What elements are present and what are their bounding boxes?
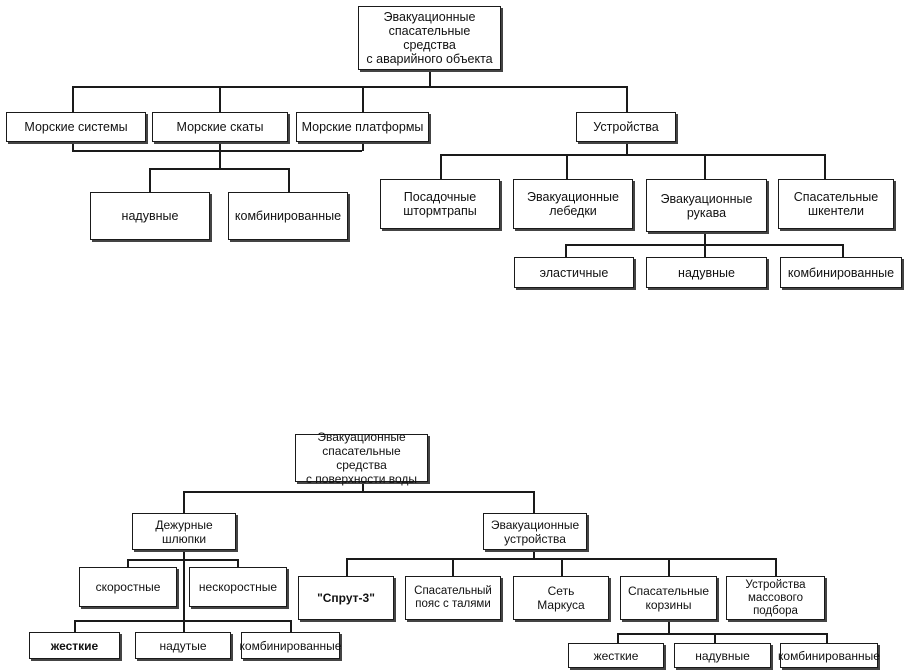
connector [668, 558, 670, 576]
connector [826, 633, 828, 643]
node-evac-sleeves: Эвакуационные рукава [646, 179, 767, 232]
connector [617, 633, 619, 643]
node-boats-slow: нескоростные [189, 567, 287, 607]
connector [668, 620, 670, 634]
node-sleeves-inflatable: надувные [646, 257, 767, 288]
connector [704, 232, 706, 245]
connector [346, 558, 348, 576]
connector [288, 168, 290, 192]
node-rescue-slings: Спасательные шкентели [778, 179, 894, 229]
connector [452, 558, 454, 576]
connector [440, 154, 825, 156]
connector [149, 168, 151, 192]
connector [704, 154, 706, 179]
connector [72, 86, 627, 88]
node-sleeves-elastic: эластичные [514, 257, 634, 288]
node-mass-pickup: Устройства массового подбора [726, 576, 825, 620]
connector [72, 86, 74, 112]
node-rescue-baskets: Спасательные корзины [620, 576, 717, 620]
connector [440, 154, 442, 179]
connector [149, 168, 289, 170]
connector [565, 244, 567, 257]
node-devices: Устройства [576, 112, 676, 142]
connector [842, 244, 844, 257]
node-duty-boats: Дежурные шлюпки [132, 513, 236, 550]
connector [714, 633, 716, 643]
connector [362, 86, 364, 112]
node-marine-platforms: Морские платформы [296, 112, 429, 142]
connector [127, 559, 238, 561]
node-evac-winches: Эвакуационные лебедки [513, 179, 633, 229]
node-sprut: "Спрут-3" [298, 576, 394, 620]
connector [72, 150, 362, 152]
top-root-node: Эвакуационные спасательные средства с ав… [358, 6, 501, 70]
node-boats-combined: комбинированные [240, 632, 341, 659]
connector [824, 154, 826, 179]
node-chutes-inflatable: надувные [90, 192, 210, 240]
node-markus-net: Сеть Маркуса [513, 576, 609, 620]
bottom-root-node: Эвакуационные спасательные средства с по… [295, 430, 428, 486]
connector [561, 558, 563, 576]
node-rescue-belt: Спасательный пояс с талями [405, 576, 501, 620]
connector [183, 559, 185, 621]
node-devices-rigid: жесткие [568, 643, 664, 668]
node-boarding-ladders: Посадочные штормтрапы [380, 179, 500, 229]
node-marine-systems: Морские системы [6, 112, 146, 142]
connector [617, 633, 827, 635]
connector [74, 620, 76, 632]
node-marine-chutes: Морские скаты [152, 112, 288, 142]
node-evac-devices: Эвакуационные устройства [483, 513, 587, 550]
connector [183, 620, 185, 632]
node-boats-fast: скоростные [79, 567, 177, 607]
node-chutes-combined: комбинированные [228, 192, 348, 240]
connector [362, 142, 364, 151]
connector [775, 558, 777, 576]
node-boats-rigid: жесткие [29, 632, 120, 659]
connector [362, 482, 364, 492]
connector [183, 491, 534, 493]
node-devices-inflatable: надувные [674, 643, 771, 668]
connector [704, 244, 706, 257]
connector [533, 491, 535, 513]
connector [626, 142, 628, 155]
connector [237, 559, 239, 567]
connector [219, 86, 221, 112]
node-sleeves-combined: комбинированные [780, 257, 902, 288]
connector [127, 559, 129, 567]
connector [183, 491, 185, 513]
connector [429, 70, 431, 87]
connector [183, 550, 185, 560]
connector [290, 620, 292, 632]
node-boats-inflated: надутые [135, 632, 231, 659]
connector [626, 86, 628, 112]
connector [74, 620, 291, 622]
node-devices-combined: комбинированные [778, 643, 880, 668]
connector [219, 142, 221, 169]
connector [72, 142, 74, 151]
connector [533, 550, 535, 559]
connector [566, 154, 568, 179]
